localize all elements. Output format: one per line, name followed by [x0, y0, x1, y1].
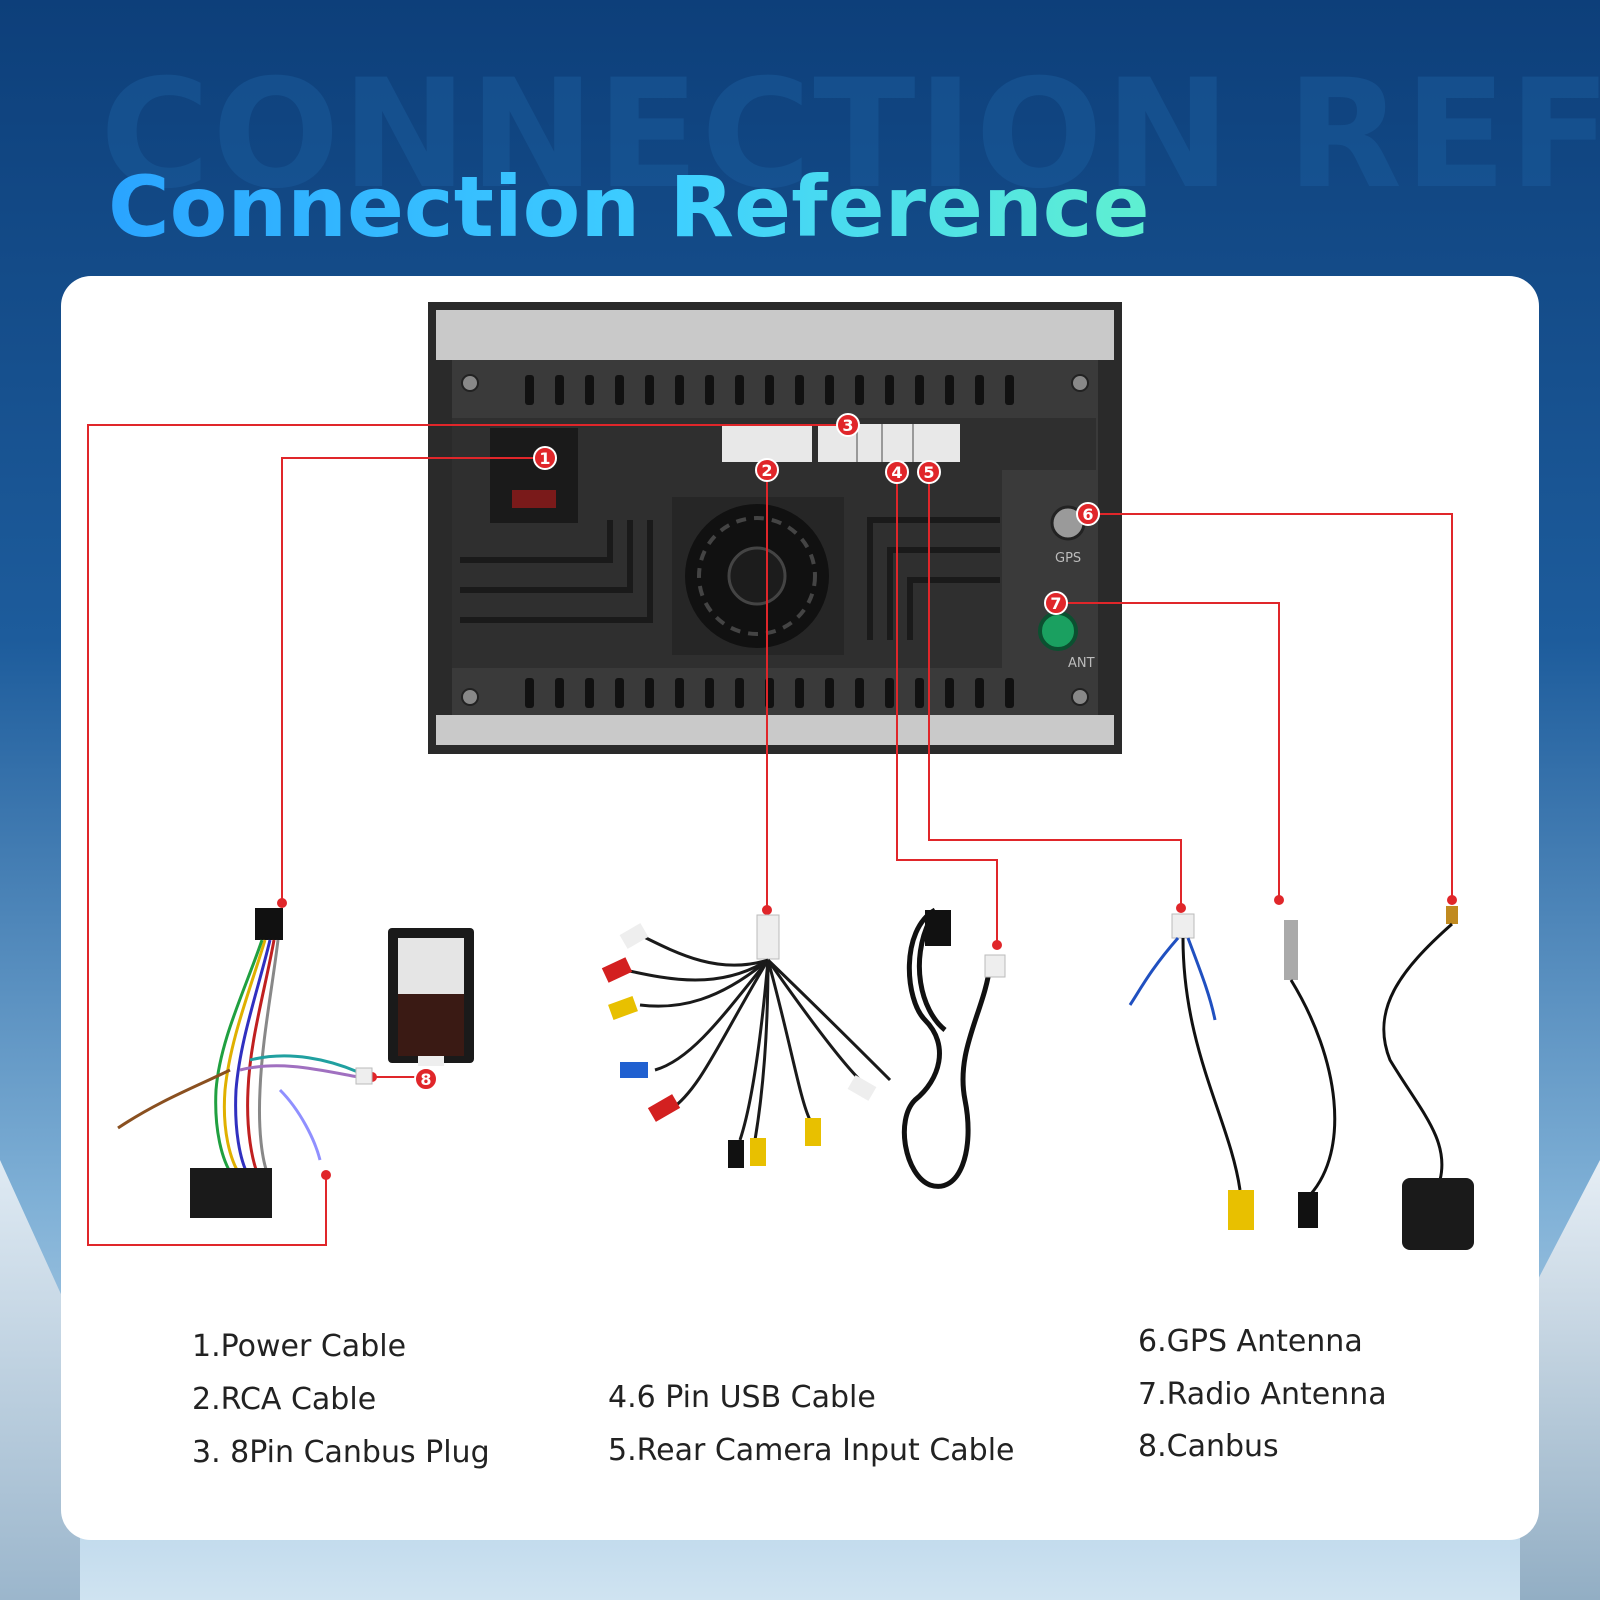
line-usb — [896, 472, 998, 945]
svg-text:3: 3 — [842, 416, 853, 435]
line-power — [281, 457, 545, 903]
bottom-vents — [525, 678, 1014, 708]
rca-cable-illustration — [601, 914, 892, 1168]
page-title: Connection Reference — [108, 158, 1150, 256]
line-gps — [1088, 513, 1453, 900]
rear-camera-cable-illustration — [1128, 913, 1254, 1230]
legend-item-4: 4.6 Pin USB Cable — [608, 1380, 876, 1415]
cooling-fan — [672, 497, 844, 655]
power-cable-illustration — [117, 908, 373, 1218]
numbered-markers: 1 2 3 4 5 6 7 8 — [414, 413, 1100, 1091]
legend-item-5: 5.Rear Camera Input Cable — [608, 1433, 1015, 1468]
svg-text:4: 4 — [891, 463, 902, 482]
radio-antenna-cable-illustration — [1284, 920, 1337, 1228]
gps-port-label: GPS — [1055, 551, 1081, 566]
svg-text:6: 6 — [1082, 505, 1093, 524]
legend-item-6: 6.GPS Antenna — [1138, 1324, 1363, 1359]
rca-socket — [722, 424, 812, 462]
ant-port — [1038, 611, 1078, 651]
legend-item-2: 2.RCA Cable — [192, 1382, 377, 1417]
svg-text:7: 7 — [1050, 594, 1061, 613]
marker-7: 7 — [1044, 591, 1068, 615]
legend-item-3: 3. 8Pin Canbus Plug — [192, 1435, 490, 1470]
svg-text:2: 2 — [761, 461, 772, 480]
line-end-dots — [277, 895, 1457, 1180]
marker-8: 8 — [414, 1067, 438, 1091]
svg-text:8: 8 — [420, 1070, 431, 1089]
canbus-box-illustration — [388, 928, 474, 1066]
line-radio — [1058, 602, 1280, 900]
marker-4: 4 — [885, 460, 909, 484]
legend-item-1: 1.Power Cable — [192, 1329, 407, 1364]
gps-antenna-illustration — [1382, 906, 1474, 1250]
marker-2: 2 — [755, 458, 779, 482]
legend-item-8: 8.Canbus — [1138, 1429, 1279, 1464]
svg-text:1: 1 — [539, 449, 550, 468]
marker-5: 5 — [917, 460, 941, 484]
svg-text:5: 5 — [923, 463, 934, 482]
line-canbus-plug — [87, 424, 838, 1246]
marker-6: 6 — [1076, 502, 1100, 526]
background-watermark-text: CONNECTION REFERENCE — [100, 60, 1600, 210]
legend-item-7: 7.Radio Antenna — [1138, 1377, 1387, 1412]
connection-lines — [87, 424, 1453, 1246]
usb-cable-illustration — [901, 907, 1006, 1189]
ant-port-label: ANT — [1068, 656, 1095, 671]
marker-1: 1 — [533, 446, 557, 470]
power-socket — [490, 428, 578, 523]
screws — [461, 374, 1089, 706]
marker-3: 3 — [836, 413, 860, 437]
head-unit-back: GPS ANT — [428, 302, 1122, 754]
side-ridges — [460, 517, 1000, 640]
line-camera — [928, 472, 1182, 908]
top-vents — [525, 375, 1014, 405]
